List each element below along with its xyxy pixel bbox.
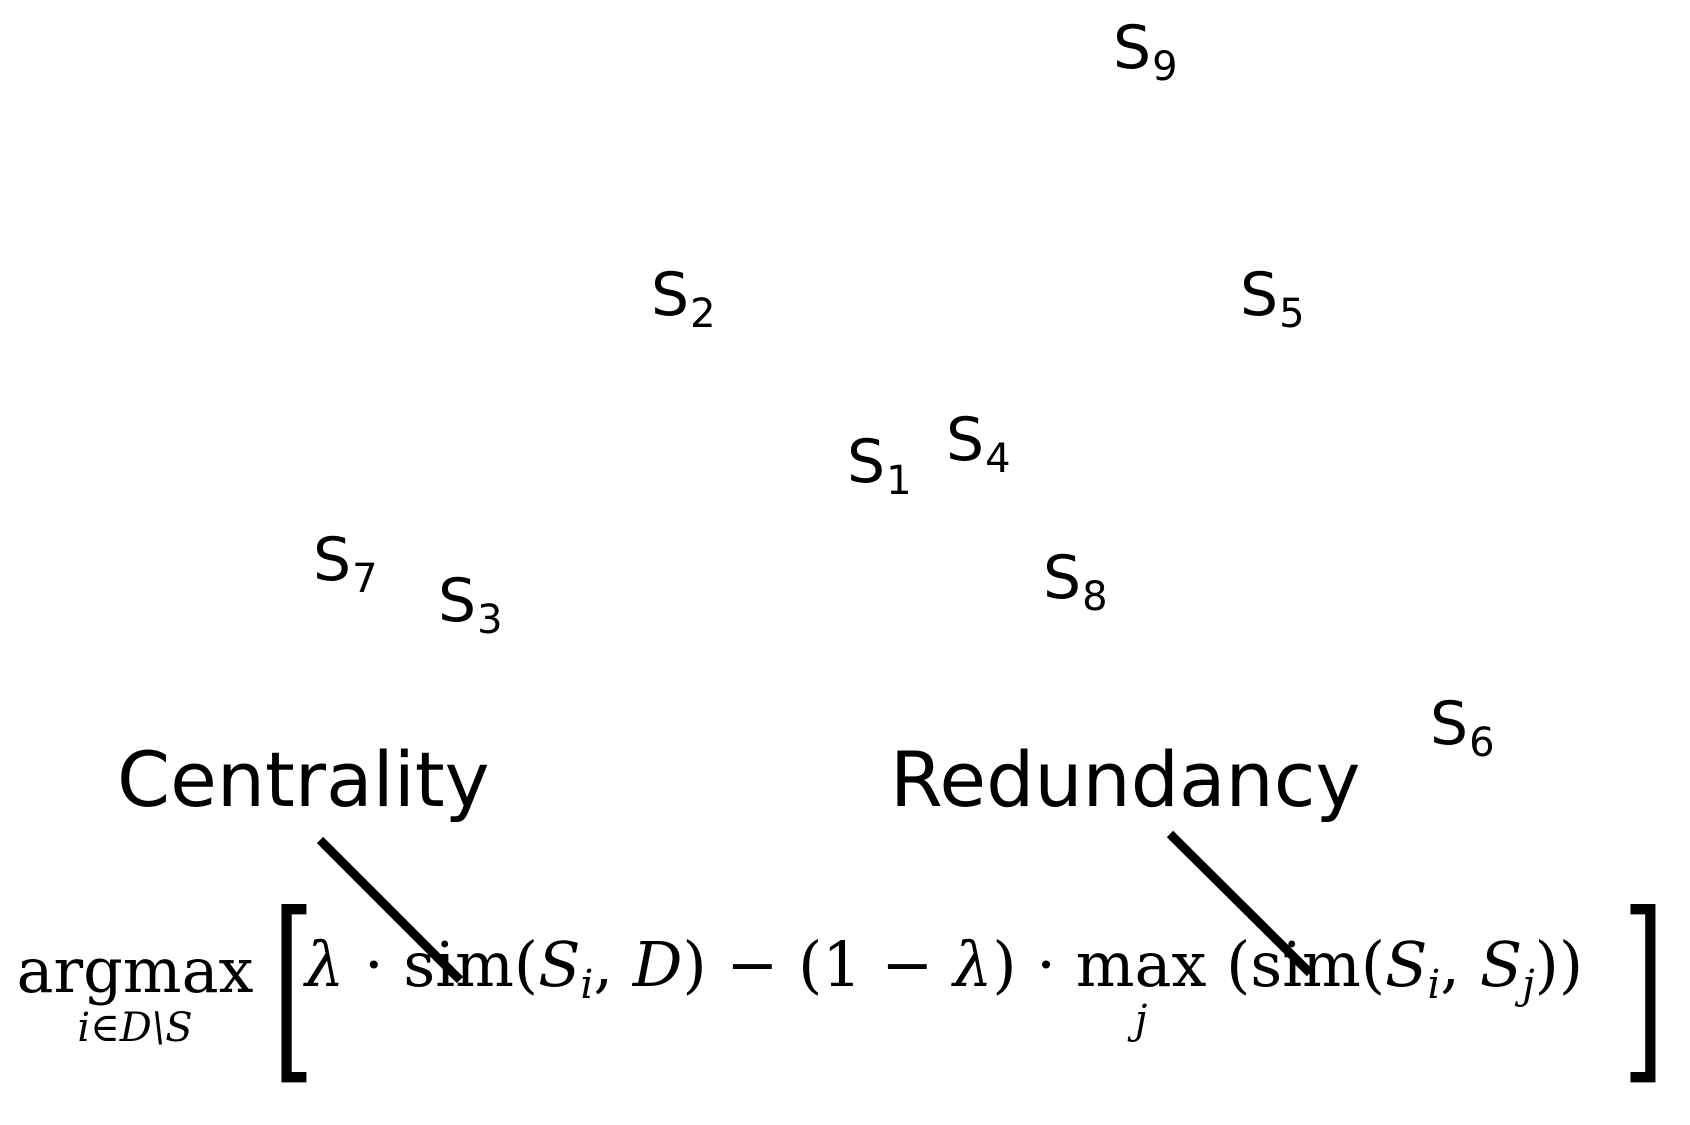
left-bracket: [ bbox=[272, 871, 315, 1104]
lambda-symbol: λ bbox=[305, 928, 345, 1001]
sentence-s9: S9 bbox=[1113, 13, 1178, 90]
redundancy-label: Redundancy bbox=[890, 735, 1361, 824]
redundancy-term: (sim(Si, Sj)) bbox=[1226, 928, 1584, 1008]
centrality-term: sim(Si, D) bbox=[403, 928, 707, 1008]
sentence-s1: S1 bbox=[847, 427, 912, 504]
sentence-s5: S5 bbox=[1240, 260, 1305, 337]
sentence-s2: S2 bbox=[651, 260, 716, 337]
sentence-s3: S3 bbox=[438, 566, 503, 643]
sentence-s8: S8 bbox=[1043, 543, 1108, 620]
argmax-operator: argmax i∈D\S bbox=[16, 934, 254, 1051]
centrality-label: Centrality bbox=[117, 735, 490, 824]
redundancy-connector bbox=[1166, 830, 1314, 977]
sentence-s4: S4 bbox=[946, 405, 1011, 482]
right-bracket: ] bbox=[1622, 871, 1665, 1104]
sentence-s6: S6 bbox=[1430, 689, 1495, 766]
sentence-s7: S7 bbox=[313, 525, 378, 602]
centrality-connector bbox=[316, 836, 464, 984]
